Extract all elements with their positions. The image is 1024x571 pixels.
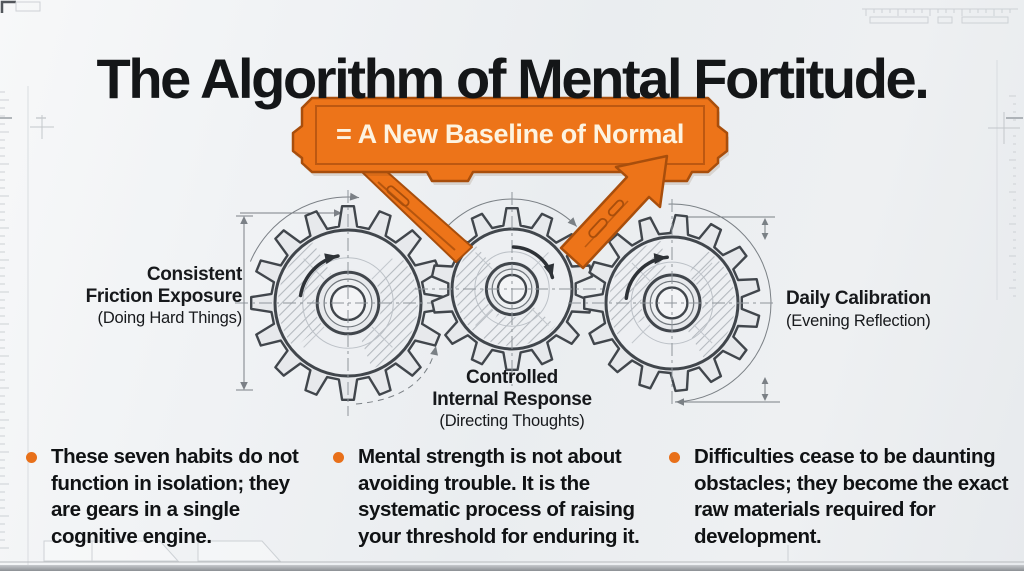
bullet-text: Mental strength is not about avoiding tr… (358, 445, 640, 548)
gear-icon (415, 192, 609, 386)
list-item: Difficulties cease to be daunting obstac… (669, 444, 1013, 550)
label-line: Daily Calibration (786, 288, 931, 309)
label-subline: (Evening Reflection) (786, 311, 931, 330)
bottom-frame-bar (0, 565, 1024, 571)
bullet-list: These seven habits do not function in is… (26, 444, 1012, 550)
bullet-dot-icon (26, 452, 37, 463)
list-item: These seven habits do not function in is… (26, 444, 319, 550)
page-title: The Algorithm of Mental Fortitude. (96, 46, 930, 110)
bullet-dot-icon (333, 452, 344, 463)
baseline-banner-plate (291, 96, 729, 185)
baseline-banner: = A New Baseline of Normal (296, 97, 724, 172)
label-line: Internal Response (432, 388, 592, 410)
rotation-arrow-icon (624, 253, 669, 300)
label-consistent-friction-exposure: Consistent Friction Exposure (Doing Hard… (22, 264, 243, 328)
arrow-up-right-icon (559, 154, 669, 270)
bullet-text: Difficulties cease to be daunting obstac… (694, 445, 1009, 548)
label-subline: (Doing Hard Things) (97, 309, 243, 327)
gear-icon (568, 199, 776, 407)
label-daily-calibration: Daily Calibration (Evening Reflection) (786, 288, 1006, 331)
bullet-text: These seven habits do not function in is… (51, 445, 299, 548)
gear-icon (235, 190, 461, 416)
bullet-dot-icon (669, 452, 680, 463)
label-line: Friction Exposure (85, 285, 243, 307)
dimension-lines (236, 192, 780, 406)
label-subline: (Directing Thoughts) (439, 412, 585, 430)
label-controlled-internal-response: Controlled Internal Response (Directing … (402, 367, 622, 431)
label-line: Consistent (146, 264, 242, 285)
baseline-banner-label: = A New Baseline of Normal (335, 119, 685, 149)
rotation-arrow-icon (298, 253, 340, 298)
rotation-arrow-icon (511, 245, 555, 280)
list-item: Mental strength is not about avoiding tr… (333, 444, 655, 550)
label-line: Controlled (466, 367, 558, 388)
